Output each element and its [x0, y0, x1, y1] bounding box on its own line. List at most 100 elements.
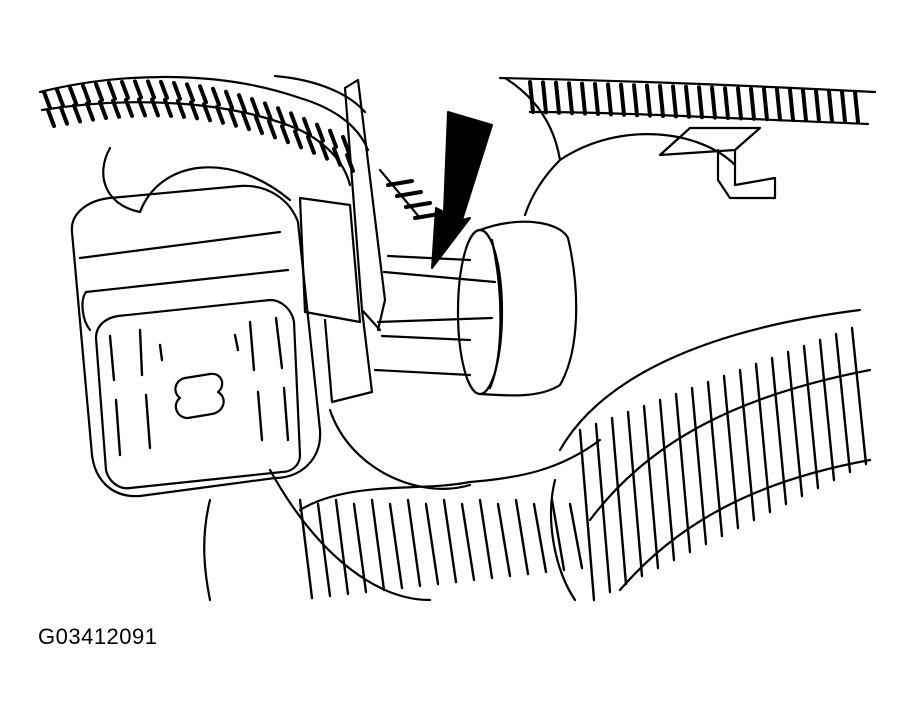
loom-weave-mark	[254, 115, 264, 136]
loom-weave-mark	[198, 84, 208, 105]
connector-rib	[158, 343, 164, 362]
connector-rib	[274, 316, 284, 370]
loom-weave-mark	[580, 81, 587, 116]
loom-weave-mark	[124, 97, 134, 118]
pointer-arrow	[431, 111, 493, 269]
loom-weave-mark	[775, 87, 782, 122]
loom-weave-mark	[762, 87, 769, 122]
harness-rib	[550, 498, 566, 572]
loom-weave-mark	[567, 81, 574, 116]
loom-weave-mark	[827, 89, 834, 124]
connector-rib	[248, 320, 256, 372]
harness-rib	[578, 428, 596, 602]
loom-weave-mark	[237, 93, 247, 114]
harness-rib	[352, 502, 368, 594]
loom-weave-mark	[395, 190, 423, 198]
loom-weave-mark	[241, 111, 251, 132]
harness-rib	[298, 498, 314, 600]
upper-right-harness-loom	[498, 76, 877, 126]
loom-weave-mark	[315, 122, 325, 143]
loom-weave-mark	[133, 79, 143, 100]
lower-corrugated-harness	[268, 308, 872, 602]
loom-weave-mark	[263, 101, 273, 122]
loom-weave-mark	[163, 97, 173, 118]
harness-rib	[406, 498, 422, 588]
harness-rib	[370, 498, 386, 592]
loom-weave-mark	[215, 104, 225, 125]
loom-weave-mark	[606, 82, 613, 117]
loom-weave-mark	[684, 84, 691, 119]
loom-weave-mark	[619, 82, 626, 117]
loom-weave-mark	[42, 90, 52, 110]
connector-rib	[282, 386, 290, 442]
loom-weave-mark	[59, 105, 69, 126]
loom-weave-mark	[280, 124, 290, 145]
harness-rib	[496, 502, 512, 578]
loom-weave-mark	[120, 79, 130, 100]
harness-rib	[850, 326, 868, 466]
harness-rib	[626, 410, 644, 578]
harness-rib	[818, 338, 836, 482]
harness-rib	[690, 386, 708, 546]
loom-weave-mark	[386, 179, 414, 187]
loom-weave-mark	[224, 89, 234, 110]
harness-rib	[658, 398, 676, 562]
loom-weave-mark	[658, 84, 665, 118]
harness-rib	[786, 350, 804, 498]
bracket-loom-strip	[378, 168, 441, 220]
grommet-socket	[456, 220, 578, 397]
loom-weave-mark	[68, 85, 78, 106]
harness-rib	[334, 498, 350, 596]
loom-weave-mark	[736, 86, 743, 121]
loom-weave-mark	[46, 108, 56, 128]
harness-rib	[674, 392, 692, 554]
connector-shaft	[373, 254, 497, 377]
loom-weave-mark	[319, 140, 329, 161]
loom-weave-mark	[840, 89, 847, 124]
loom-weave-mark	[202, 102, 212, 123]
loom-weave-mark	[98, 100, 108, 121]
loom-weave-mark	[293, 129, 303, 150]
harness-rib	[594, 422, 612, 594]
loom-weave-mark	[671, 84, 678, 119]
loom-weave-mark	[137, 97, 147, 118]
connector-rib	[138, 328, 144, 377]
loom-weave-mark	[146, 79, 156, 100]
loom-weave-mark	[306, 134, 316, 155]
retaining-clip	[658, 126, 777, 200]
harness-rib	[568, 502, 584, 570]
connector-rib	[256, 390, 264, 442]
harness-rib	[478, 498, 494, 580]
harness-rib	[722, 374, 740, 530]
loom-weave-mark	[150, 97, 160, 118]
loom-weave-mark	[710, 85, 717, 120]
loom-weave-mark	[228, 107, 238, 128]
harness-rib	[514, 498, 530, 576]
loom-weave-mark	[801, 88, 808, 123]
harness-rib	[424, 502, 440, 586]
connector-rib	[233, 333, 240, 352]
mounting-bracket	[298, 78, 387, 404]
loom-weave-mark	[85, 101, 95, 122]
harness-rib	[834, 332, 852, 474]
loom-weave-mark	[185, 82, 195, 103]
harness-rib	[610, 416, 628, 586]
loom-weave-mark	[528, 80, 535, 114]
loom-weave-mark	[723, 86, 730, 120]
harness-rib	[532, 502, 548, 574]
loom-weave-mark	[404, 201, 432, 209]
loom-weave-mark	[107, 80, 117, 101]
loom-weave-mark	[328, 128, 338, 149]
loom-weave-mark	[853, 90, 860, 124]
loom-weave-mark	[788, 88, 795, 122]
loom-weave-mark	[72, 103, 82, 124]
loom-weave-mark	[645, 83, 652, 118]
harness-rib	[770, 356, 788, 506]
harness-rib	[706, 380, 724, 538]
electrical-connector	[70, 184, 322, 498]
loom-weave-mark	[814, 88, 821, 123]
connector-rib	[144, 393, 152, 450]
loom-weave-mark	[94, 82, 104, 103]
harness-rib	[316, 502, 332, 598]
